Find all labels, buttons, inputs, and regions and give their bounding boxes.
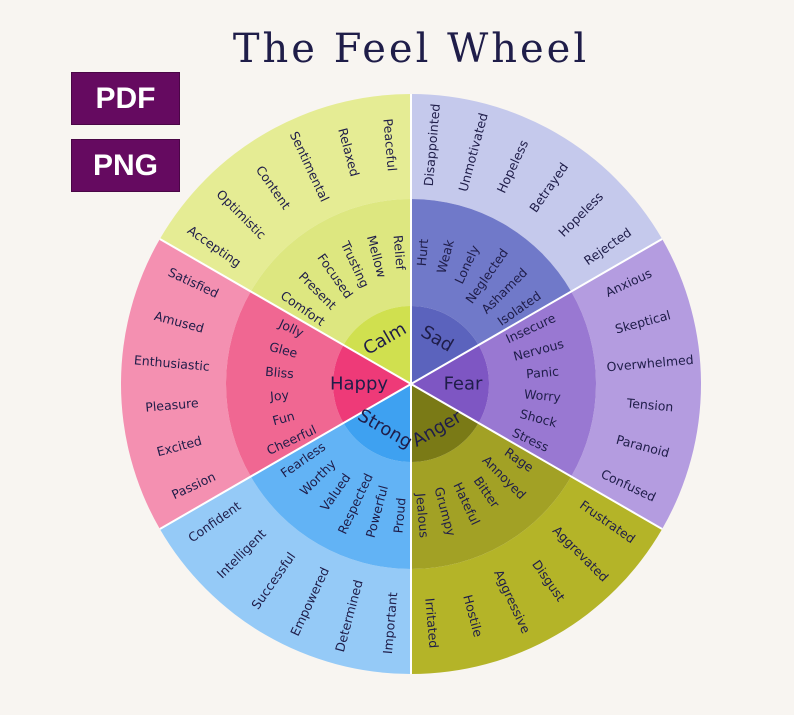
core-segment-fear <box>411 345 489 423</box>
middle-label-proud: Proud <box>390 497 408 534</box>
outer-segment-strong <box>159 476 411 674</box>
outer-label-disappointed: Disappointed <box>421 103 443 187</box>
outer-label-tension: Tension <box>625 395 674 414</box>
middle-label-joy: Joy <box>269 387 291 404</box>
wheel-dividers <box>159 94 663 674</box>
wheel-segments <box>120 94 701 674</box>
core-label-happy: Happy <box>330 374 388 395</box>
outer-label-important: Important <box>380 591 400 654</box>
core-segment-sad <box>411 306 479 384</box>
sector-divider <box>159 238 412 385</box>
middle-segment-anger <box>411 423 572 569</box>
middle-segment-fear <box>478 291 596 477</box>
pdf-badge[interactable]: PDF <box>71 72 180 125</box>
sector-divider <box>410 383 663 530</box>
middle-segment-happy <box>226 291 344 477</box>
outer-segment-happy <box>120 239 251 529</box>
core-segment-strong <box>343 384 411 462</box>
sector-divider <box>410 238 663 385</box>
core-label-fear: Fear <box>444 374 483 395</box>
page-title: The Feel Wheel <box>232 26 590 72</box>
middle-label-panic: Panic <box>525 364 559 382</box>
outer-segment-sad <box>411 94 663 292</box>
core-segment-calm <box>343 306 411 384</box>
core-segment-happy <box>333 345 411 423</box>
middle-label-relief: Relief <box>391 234 409 271</box>
middle-segment-sad <box>411 199 572 345</box>
core-segment-anger <box>411 384 479 462</box>
middle-label-jealous: Jealous <box>413 492 432 539</box>
png-badge[interactable]: PNG <box>71 139 180 192</box>
outer-label-pleasure: Pleasure <box>145 395 200 415</box>
sector-divider <box>159 383 412 530</box>
middle-segment-strong <box>250 423 411 569</box>
outer-segment-calm <box>159 94 411 292</box>
middle-label-fun: Fun <box>271 408 296 428</box>
middle-label-glee: Glee <box>268 339 300 361</box>
middle-segment-calm <box>250 199 411 345</box>
middle-label-worry: Worry <box>524 386 562 404</box>
outer-label-enthusiastic: Enthusiastic <box>133 352 210 374</box>
outer-segment-fear <box>571 239 701 529</box>
outer-segment-anger <box>411 476 663 674</box>
outer-label-irritated: Irritated <box>422 597 441 648</box>
middle-label-hurt: Hurt <box>414 238 431 267</box>
outer-label-peaceful: Peaceful <box>380 118 400 172</box>
middle-label-bliss: Bliss <box>265 364 295 381</box>
